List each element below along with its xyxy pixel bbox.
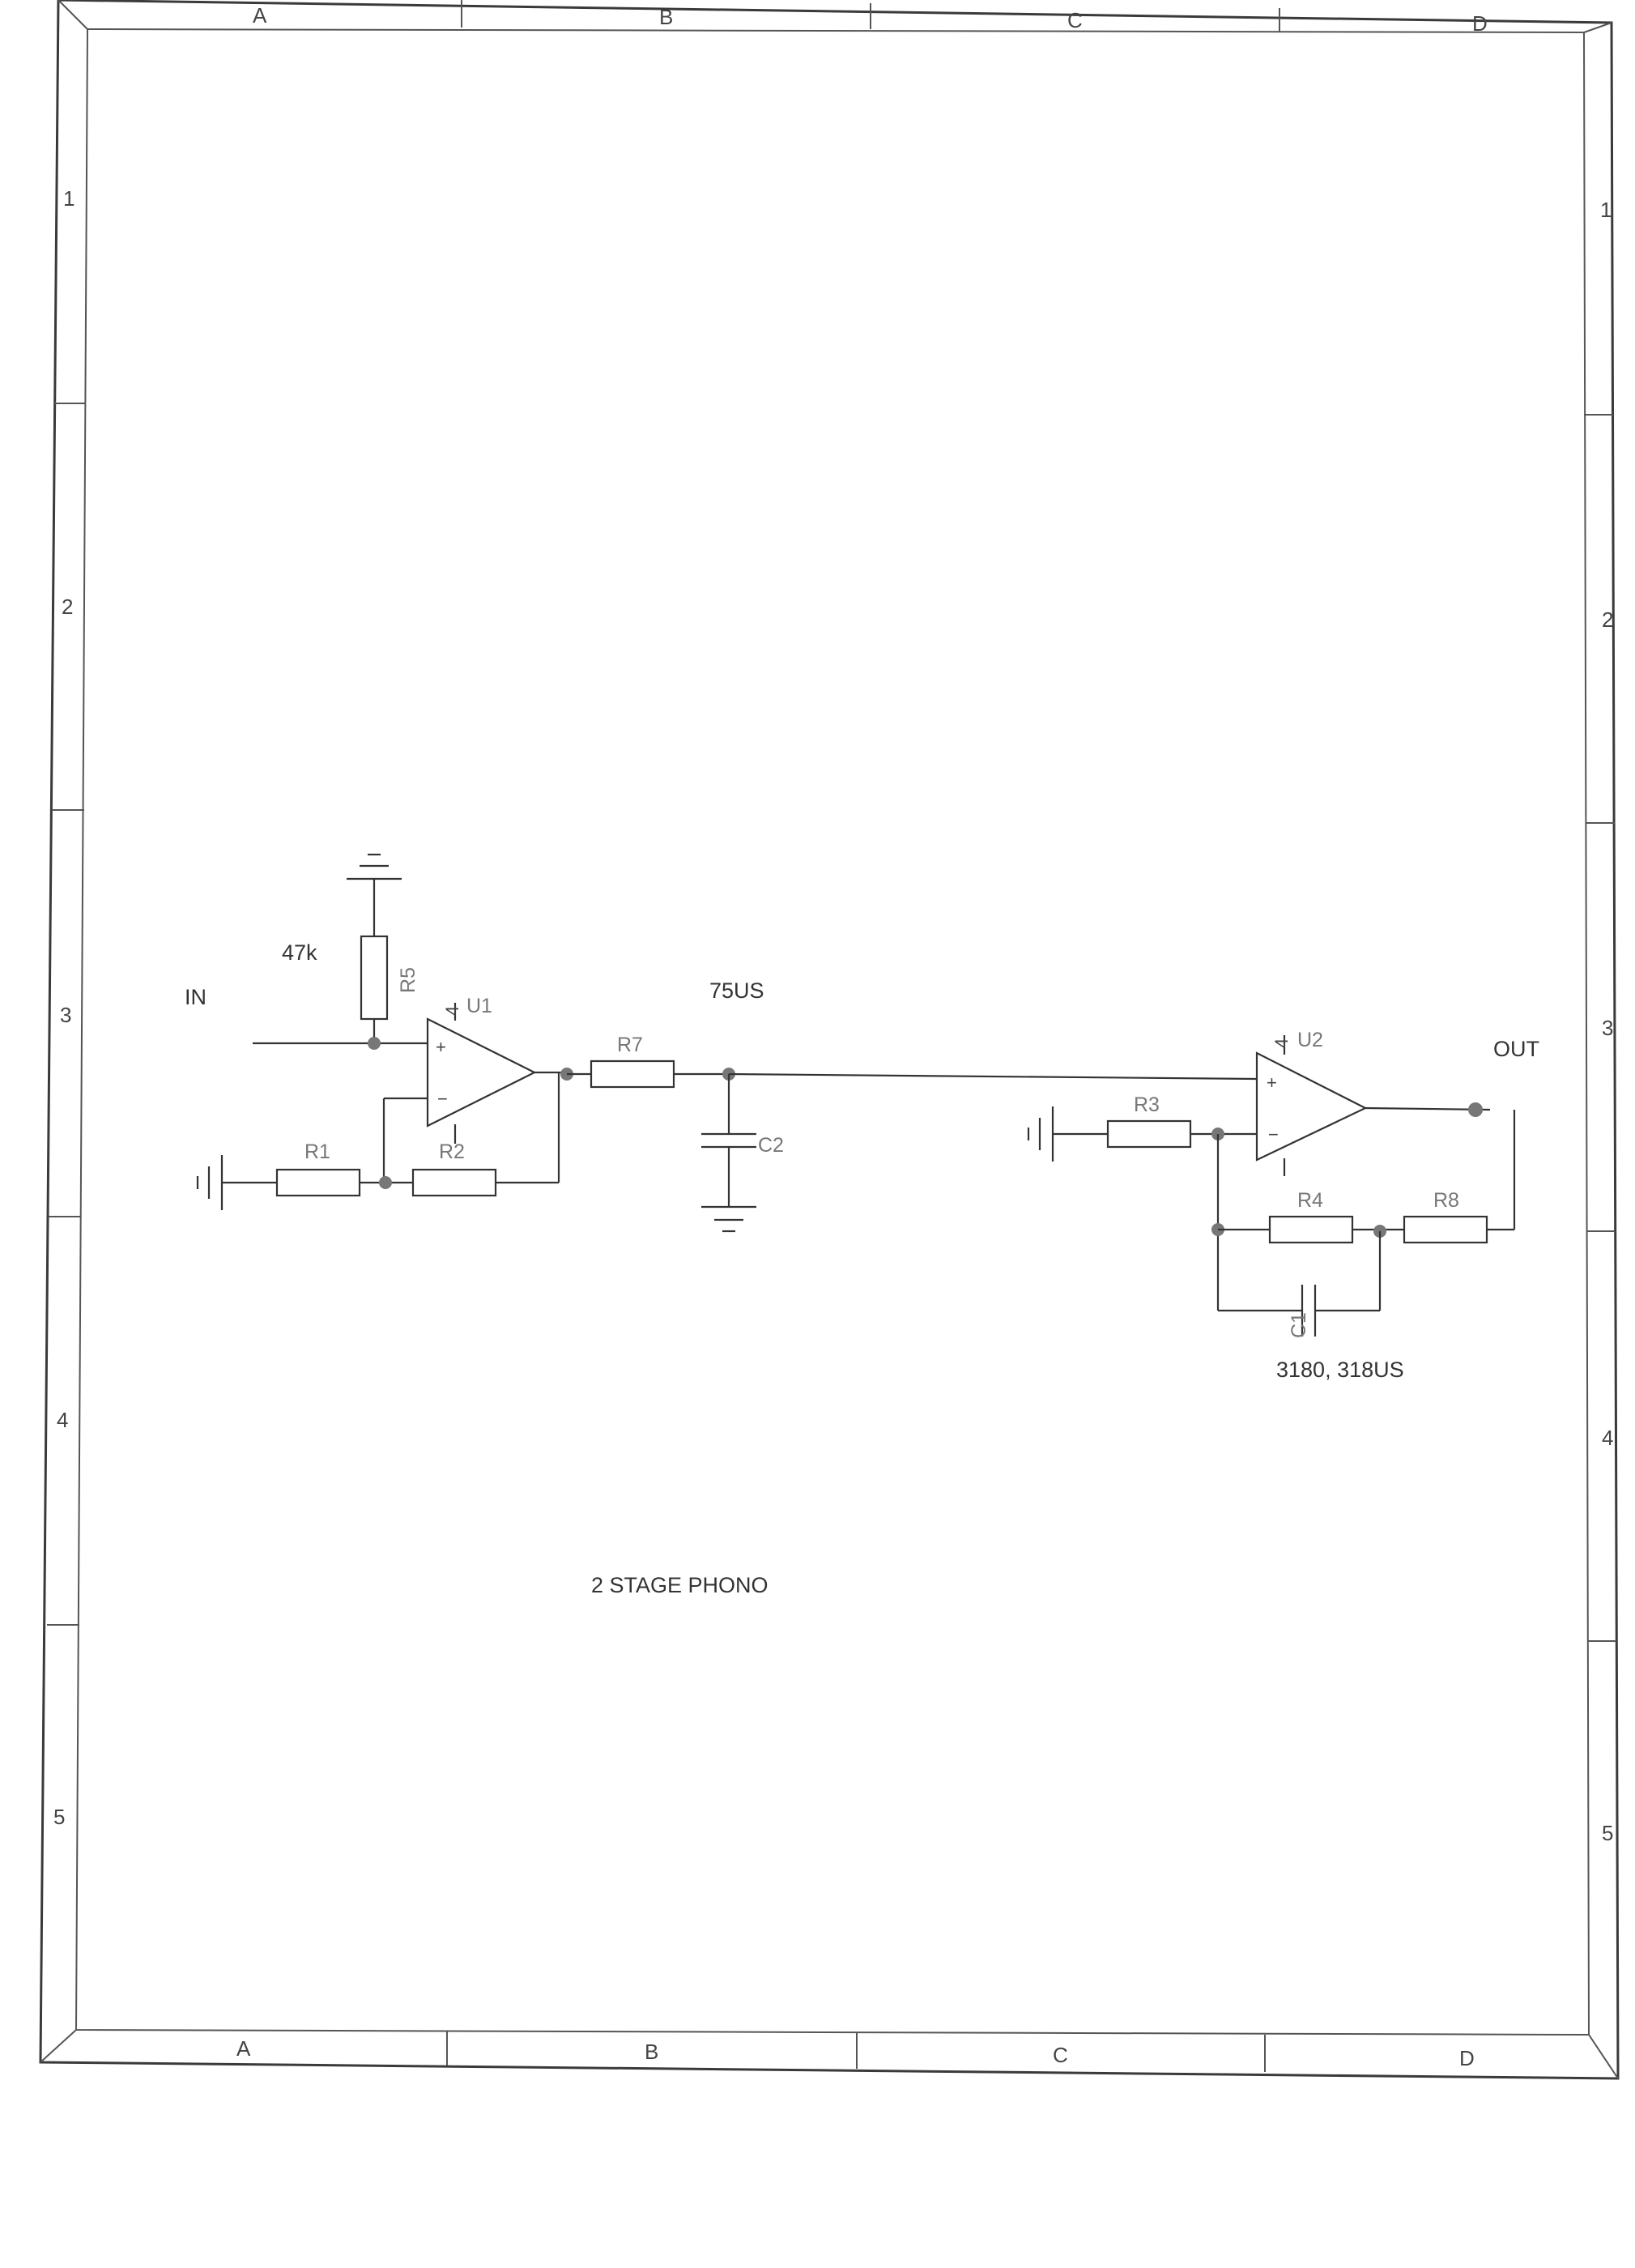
resistor-r8[interactable] (1403, 1215, 1488, 1244)
interstage-wire (728, 1072, 1258, 1081)
output-label: OUT (1493, 1037, 1539, 1061)
row-label-left-5: 5 (53, 1805, 65, 1829)
u1-label: U1 (466, 995, 492, 1017)
r1-label: R1 (304, 1140, 330, 1163)
row-label-right-4: 4 (1602, 1426, 1613, 1450)
col-label-top-c: C (1067, 8, 1083, 32)
resistor-r1[interactable] (275, 1168, 361, 1197)
r3-label: R3 (1134, 1094, 1160, 1116)
resistor-r3[interactable] (1106, 1119, 1192, 1149)
ground-symbol-r5 (347, 853, 402, 880)
col-label-bottom-b: B (645, 2040, 658, 2064)
u1-pin-label: 4 (442, 1006, 462, 1016)
r4-label: R4 (1297, 1189, 1323, 1212)
capacitor-c2[interactable] (701, 1132, 756, 1149)
col-label-top-d: D (1472, 11, 1488, 36)
row-label-left-4: 4 (57, 1408, 68, 1432)
junction-node (368, 1037, 381, 1050)
row-label-right-5: 5 (1602, 1821, 1613, 1845)
junction-node (379, 1176, 392, 1189)
stage-2: + − 4 U2 OUT R3 R4 R8 (1027, 1029, 1539, 1382)
resistor-r7[interactable] (590, 1059, 675, 1089)
col-label-top-a: A (253, 3, 267, 28)
row-label-right-3: 3 (1602, 1016, 1613, 1040)
c1-label: C1 (1288, 1312, 1310, 1338)
r8-label: R8 (1433, 1189, 1459, 1212)
col-label-bottom-a: A (236, 2036, 251, 2061)
op-amp-u2[interactable] (1255, 1051, 1368, 1162)
schematic-title: 2 STAGE PHONO (591, 1573, 769, 1597)
stage1-time-constant-label: 75US (709, 978, 764, 1003)
u2-label: U2 (1297, 1029, 1323, 1051)
r5-value-label: 47k (282, 940, 317, 965)
row-label-right-2: 2 (1602, 608, 1613, 632)
output-node (1468, 1102, 1483, 1117)
row-label-left-2: 2 (62, 595, 73, 619)
row-label-left-3: 3 (60, 1003, 71, 1027)
resistor-r5[interactable] (360, 935, 389, 1021)
ground-symbol-c2 (701, 1205, 756, 1233)
r7-label: R7 (617, 1034, 643, 1056)
row-label-left-1: 1 (63, 186, 75, 211)
input-label: IN (185, 985, 207, 1009)
drawing-frame (39, 0, 1620, 2080)
row-label-right-1: 1 (1600, 198, 1612, 222)
u2-plus-sign: + (1267, 1072, 1277, 1093)
c2-label: C2 (758, 1134, 784, 1157)
r2-label: R2 (439, 1140, 465, 1163)
r5-label: R5 (397, 967, 419, 993)
ground-symbol-r3 (1027, 1106, 1054, 1162)
ground-symbol-r1 (196, 1155, 224, 1210)
stage-1: IN R5 47k + − 4 U1 (185, 853, 1258, 1233)
u1-minus-sign: − (437, 1089, 448, 1109)
col-label-top-b: B (659, 5, 673, 29)
u2-minus-sign: − (1268, 1124, 1279, 1145)
resistor-r2[interactable] (411, 1168, 497, 1197)
stage2-time-constants-label: 3180, 318US (1276, 1358, 1404, 1382)
zone-labels: A B C D A B C D 1 2 3 4 5 1 2 3 4 5 (53, 3, 1613, 2070)
col-label-bottom-c: C (1053, 2043, 1068, 2067)
resistor-r4[interactable] (1268, 1215, 1354, 1244)
col-label-bottom-d: D (1459, 2046, 1475, 2070)
u2-pin-label: 4 (1271, 1038, 1292, 1048)
op-amp-u1[interactable] (426, 1017, 537, 1128)
u1-plus-sign: + (436, 1037, 446, 1057)
